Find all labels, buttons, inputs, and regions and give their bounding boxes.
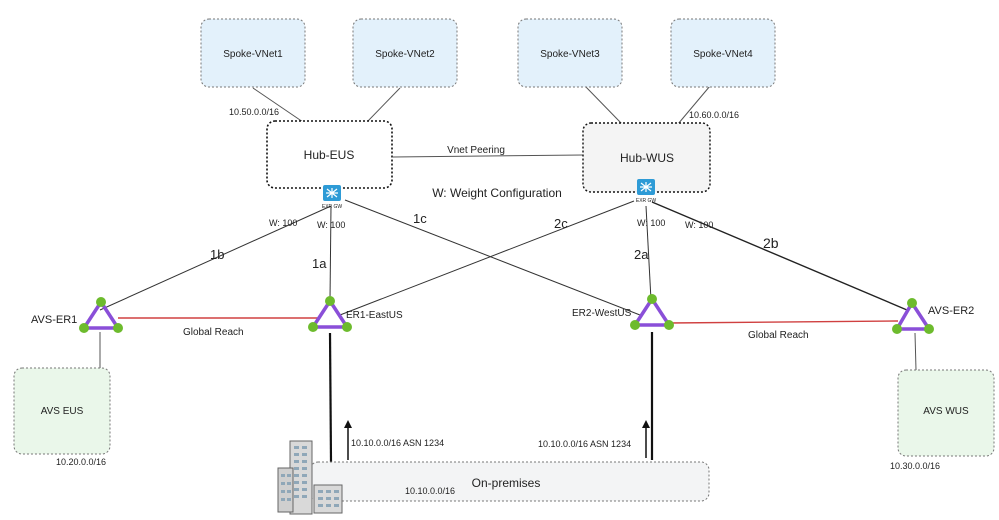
prefix-advertised-1: 10.10.0.0/16 ASN 1234: [351, 438, 444, 448]
exr-gateway-wus-icon[interactable]: EXR GW: [636, 179, 657, 204]
avs-er2-avs-wus-line: [914, 332, 917, 371]
spoke-vnet3-label: Spoke-VNet3: [540, 49, 600, 60]
link-2c-label: 2c: [554, 216, 568, 231]
hub-eus-box[interactable]: [266, 120, 393, 189]
avs-eus-label: AVS EUS: [41, 406, 84, 417]
spoke-vnet4-box[interactable]: [670, 18, 776, 88]
spoke2-hub-eus-line: [366, 87, 401, 123]
peering-label: Vnet Peering: [447, 145, 505, 156]
hubs: Hub-EUS Hub-WUS: [266, 120, 711, 193]
avs-private-clouds: AVS EUS AVS WUS: [13, 367, 995, 457]
spoke-vnet1-label: Spoke-VNet1: [223, 49, 283, 60]
global-reach-label-2: Global Reach: [748, 330, 809, 341]
prefix-spoke-eus: 10.50.0.0/16: [229, 107, 279, 117]
link-1b-label: 1b: [210, 247, 224, 262]
circuit-er1-label: ER1-EastUS: [346, 310, 403, 321]
link-2b-label: 2b: [763, 235, 779, 251]
hub-wus-label: Hub-WUS: [620, 151, 674, 165]
avs-er2-circuit-icon[interactable]: [892, 298, 934, 334]
hub-eus-label: Hub-EUS: [304, 148, 355, 162]
weight-label-2: W: 100: [317, 220, 345, 230]
gateways: EXR GW EXR GW: [322, 179, 657, 210]
arrowhead-up-icon: [344, 420, 352, 428]
avs-wus-box[interactable]: [897, 369, 995, 457]
spoke1-hub-eus-line: [252, 87, 304, 123]
global-reach-label-1: Global Reach: [183, 327, 244, 338]
exr-gateway-eus-label: EXR GW: [322, 204, 343, 210]
connectors: [99, 85, 917, 463]
exr-gateway-eus-icon[interactable]: EXR GW: [322, 185, 343, 210]
link-1b-line: [99, 205, 332, 311]
prefix-avs-wus: 10.30.0.0/16: [890, 461, 940, 471]
circuit-avs-er1-label: AVS-ER1: [31, 314, 77, 326]
weight-label-3: W: 100: [637, 218, 665, 228]
link-2b-line: [651, 201, 908, 311]
spoke4-hub-wus-line: [677, 85, 711, 125]
weight-label-4: W: 100: [685, 220, 713, 230]
spoke-vnets: Spoke-VNet1 Spoke-VNet2 Spoke-VNet3 Spok…: [200, 18, 776, 88]
global-reach-line-2: [667, 320, 899, 324]
avs-wus-label: AVS WUS: [923, 406, 969, 417]
er1-eastus-circuit-icon[interactable]: [308, 296, 352, 332]
on-premises: On-premises: [277, 440, 710, 515]
link-2a-line: [645, 205, 652, 301]
weight-label-1: W: 100: [269, 218, 297, 228]
link-1a-label: 1a: [312, 256, 327, 271]
vnet-peering-line: [392, 154, 584, 158]
building-icon: [277, 440, 343, 515]
spoke-vnet4-label: Spoke-VNet4: [693, 49, 753, 60]
circuit-er2-label: ER2-WestUS: [572, 308, 632, 319]
link-1c-line: [344, 199, 641, 316]
spoke-vnet2-box[interactable]: [352, 18, 458, 88]
onprem-label: On-premises: [472, 476, 541, 490]
circuits: [79, 294, 934, 334]
er1-onprem-line: [328, 332, 333, 463]
circuit-avs-er2-label: AVS-ER2: [928, 305, 974, 317]
route-arrows: [344, 420, 650, 460]
prefix-avs-eus: 10.20.0.0/16: [56, 457, 106, 467]
prefix-onprem: 10.10.0.0/16: [405, 486, 455, 496]
spoke-vnet2-label: Spoke-VNet2: [375, 49, 435, 60]
link-1a-line: [329, 205, 332, 301]
labels: Vnet Peering W: Weight Configuration AVS…: [31, 107, 974, 496]
spoke-vnet1-box[interactable]: [200, 18, 306, 88]
spoke-vnet3-box[interactable]: [517, 18, 623, 88]
link-2a-label: 2a: [634, 247, 649, 262]
weight-note-label: W: Weight Configuration: [432, 186, 562, 200]
avs-eus-box[interactable]: [13, 367, 111, 455]
prefix-spoke-wus: 10.60.0.0/16: [689, 110, 739, 120]
er2-westus-circuit-icon[interactable]: [630, 294, 674, 330]
link-2c-line: [339, 200, 635, 316]
spoke3-hub-wus-line: [584, 85, 623, 125]
arrowhead-up-icon-2: [642, 420, 650, 428]
exr-gateway-wus-label: EXR GW: [636, 198, 657, 204]
prefix-advertised-2: 10.10.0.0/16 ASN 1234: [538, 439, 631, 449]
avs-er1-circuit-icon[interactable]: [79, 297, 123, 333]
link-1c-label: 1c: [413, 211, 427, 226]
